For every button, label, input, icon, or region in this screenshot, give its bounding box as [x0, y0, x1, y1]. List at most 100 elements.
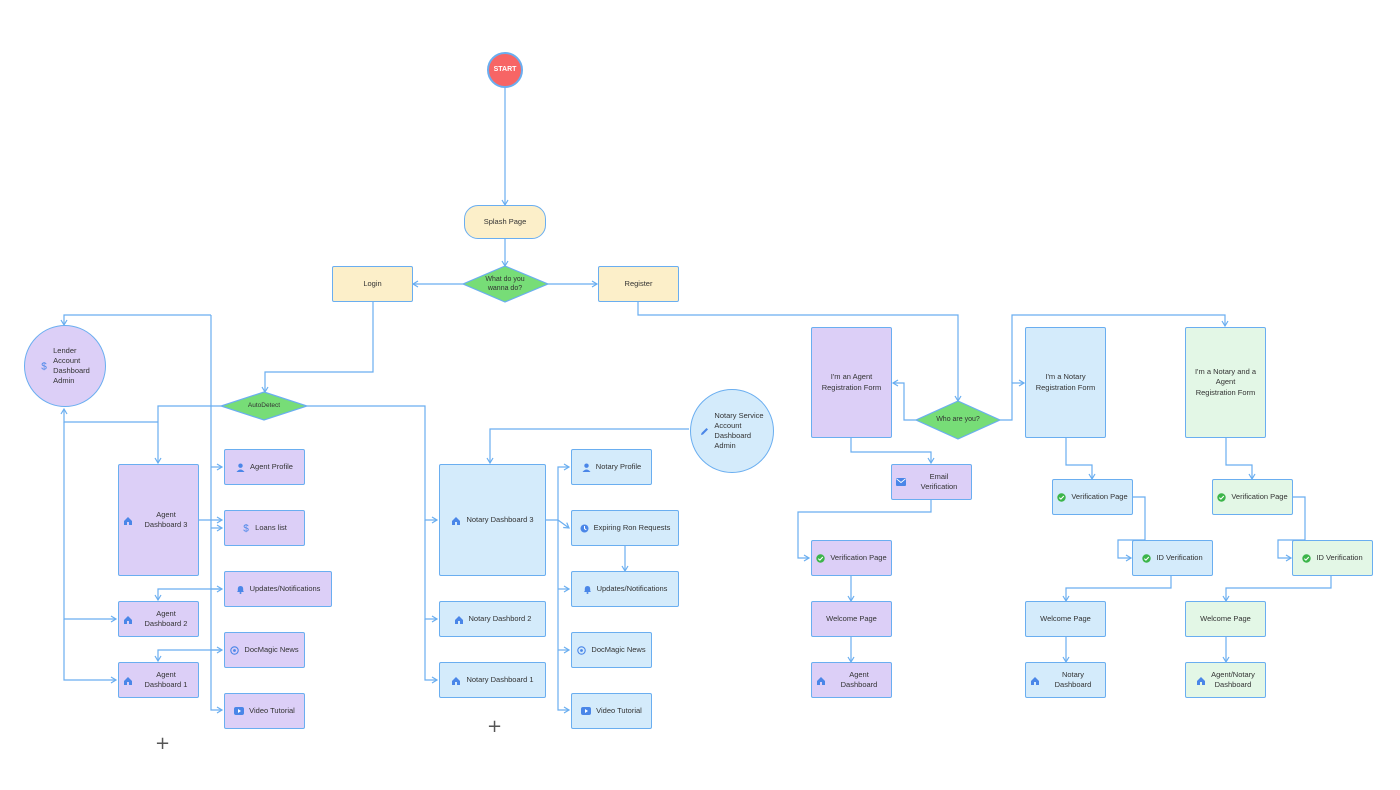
home-icon: [1030, 676, 1040, 685]
expiring-ron-requests-node: Expiring Ron Requests: [571, 510, 679, 546]
home-icon: [451, 676, 461, 685]
notary-docmagic-node: DocMagic News: [571, 632, 652, 668]
who-are-you-label: Who are you?: [936, 416, 980, 424]
connector: [60, 407, 158, 423]
both-form-label: Registration Form: [1195, 387, 1256, 397]
agent-welcome-page-node: Welcome Page: [811, 601, 892, 637]
connector: [557, 520, 571, 714]
user-icon: [582, 463, 591, 472]
notary-dashboard-3-node: Notary Dashboard 3: [439, 464, 546, 576]
what-do-you-wanna-do-label: What do you wanna do?: [485, 275, 525, 292]
notary-form-label: Registration Form: [1035, 382, 1096, 392]
agent-dashboard-2-node: Agent Dashboard 2: [118, 601, 199, 637]
email-verification-node: Email Verification: [891, 464, 972, 500]
notary-welcome-page-node: Welcome Page: [1025, 601, 1106, 637]
play-icon: [234, 707, 245, 715]
pencil-icon: [700, 427, 709, 436]
both-welcome-page-label: Welcome Page: [1200, 613, 1251, 623]
lender-label: Admin: [53, 376, 75, 386]
agent-notary-dashboard-label: Agent/Notary: [1211, 669, 1255, 679]
clock-icon: [580, 524, 589, 533]
connector: [1011, 314, 1229, 383]
connector: [546, 463, 571, 521]
loans-list-label: Loans list: [255, 522, 287, 532]
start-node: START: [487, 52, 523, 88]
add-plus-icon[interactable]: +: [155, 733, 171, 754]
home-icon: [123, 516, 133, 525]
register-node: Register: [598, 266, 679, 302]
decision-who-are-you: [914, 400, 1002, 440]
lender-label: Account: [53, 355, 81, 365]
check-icon: [816, 553, 826, 563]
agent-verification-page-node: Verification Page: [811, 540, 892, 576]
agent-verification-page-label: Verification Page: [830, 552, 887, 562]
notary-dashboard-3-label: Notary Dashboard 3: [466, 514, 534, 524]
agent-video-tutorial-label: Video Tutorial: [249, 705, 295, 715]
both-id-verification-node: ID Verification: [1292, 540, 1373, 576]
mail-icon: [896, 478, 906, 486]
connector: [557, 519, 570, 529]
notary-video-tutorial-label: Video Tutorial: [596, 705, 642, 715]
home-icon: [123, 676, 133, 685]
connector: [60, 314, 211, 327]
connector: [637, 302, 962, 403]
user-icon: [236, 463, 245, 472]
both-verification-page-node: Verification Page: [1212, 479, 1293, 515]
home-icon: [451, 516, 461, 525]
connector: [307, 405, 439, 524]
svg-text:$: $: [243, 524, 249, 534]
notary-service-label: Notary Service: [714, 410, 764, 420]
both-form-label: I'm a Notary and a Agent: [1194, 367, 1257, 387]
dollar-icon: $: [40, 361, 48, 372]
home-icon: [816, 676, 826, 685]
bell-icon: [236, 585, 245, 594]
agent-updates-node: Updates/Notifications: [224, 571, 332, 607]
notary-dashboard-2-label: Notary Dashbord 2: [468, 613, 532, 623]
agent-dashboard-2-label: Agent Dashboard 2: [144, 608, 188, 628]
notary-verification-page-node: Verification Page: [1052, 479, 1133, 515]
dollar-icon: $: [242, 523, 250, 534]
loans-list-node: $ Loans list: [224, 510, 305, 546]
agent-updates-label: Updates/Notifications: [249, 583, 321, 593]
agent-notary-dashboard-label: Dashboard: [1214, 680, 1252, 689]
splash-page-node: Splash Page: [464, 205, 546, 239]
connector: [261, 302, 374, 394]
lender-admin-node: $ Lender Account Dashboard Admin: [24, 325, 106, 407]
connector: [1225, 438, 1256, 481]
connector: [424, 520, 439, 623]
both-verification-page-label: Verification Page: [1231, 491, 1288, 501]
notary-service-label: Dashboard: [714, 431, 752, 440]
login-label: Login: [363, 278, 382, 288]
home-icon: [123, 615, 133, 624]
autodetect-label: AutoDetect: [247, 401, 281, 409]
decision-what-do-you-wanna-do: [461, 265, 550, 303]
connector: [891, 379, 916, 421]
notary-id-verification-node: ID Verification: [1132, 540, 1213, 576]
connector: [1000, 379, 1026, 421]
notary-updates-node: Updates/Notifications: [571, 571, 679, 607]
notary-dashboard-1-node: Notary Dashboard 1: [439, 662, 546, 698]
login-node: Login: [332, 266, 413, 302]
agent-video-tutorial-node: Video Tutorial: [224, 693, 305, 729]
connector: [63, 619, 118, 684]
connector: [1062, 576, 1172, 603]
home-icon: [454, 615, 464, 624]
start-label: START: [493, 66, 517, 74]
notary-dashboard-1-label: Notary Dashboard 1: [466, 674, 534, 684]
check-icon: [1057, 492, 1067, 502]
play-icon: [581, 707, 592, 715]
notary-dashboard-label: Notary Dashboard: [1054, 669, 1092, 689]
bell-icon: [583, 585, 592, 594]
agent-dashboard-1-node: Agent Dashboard 1: [118, 662, 199, 698]
splash-label: Splash Page: [483, 216, 527, 226]
lender-label: Lender: [53, 345, 77, 355]
check-icon: [1217, 492, 1227, 502]
notary-form-label: I'm a Notary: [1045, 372, 1086, 382]
home-icon: [1196, 676, 1206, 685]
connector: [210, 315, 224, 714]
agent-dashboard-3-node: Agent Dashboard 3: [118, 464, 199, 576]
add-plus-icon[interactable]: +: [487, 716, 503, 737]
